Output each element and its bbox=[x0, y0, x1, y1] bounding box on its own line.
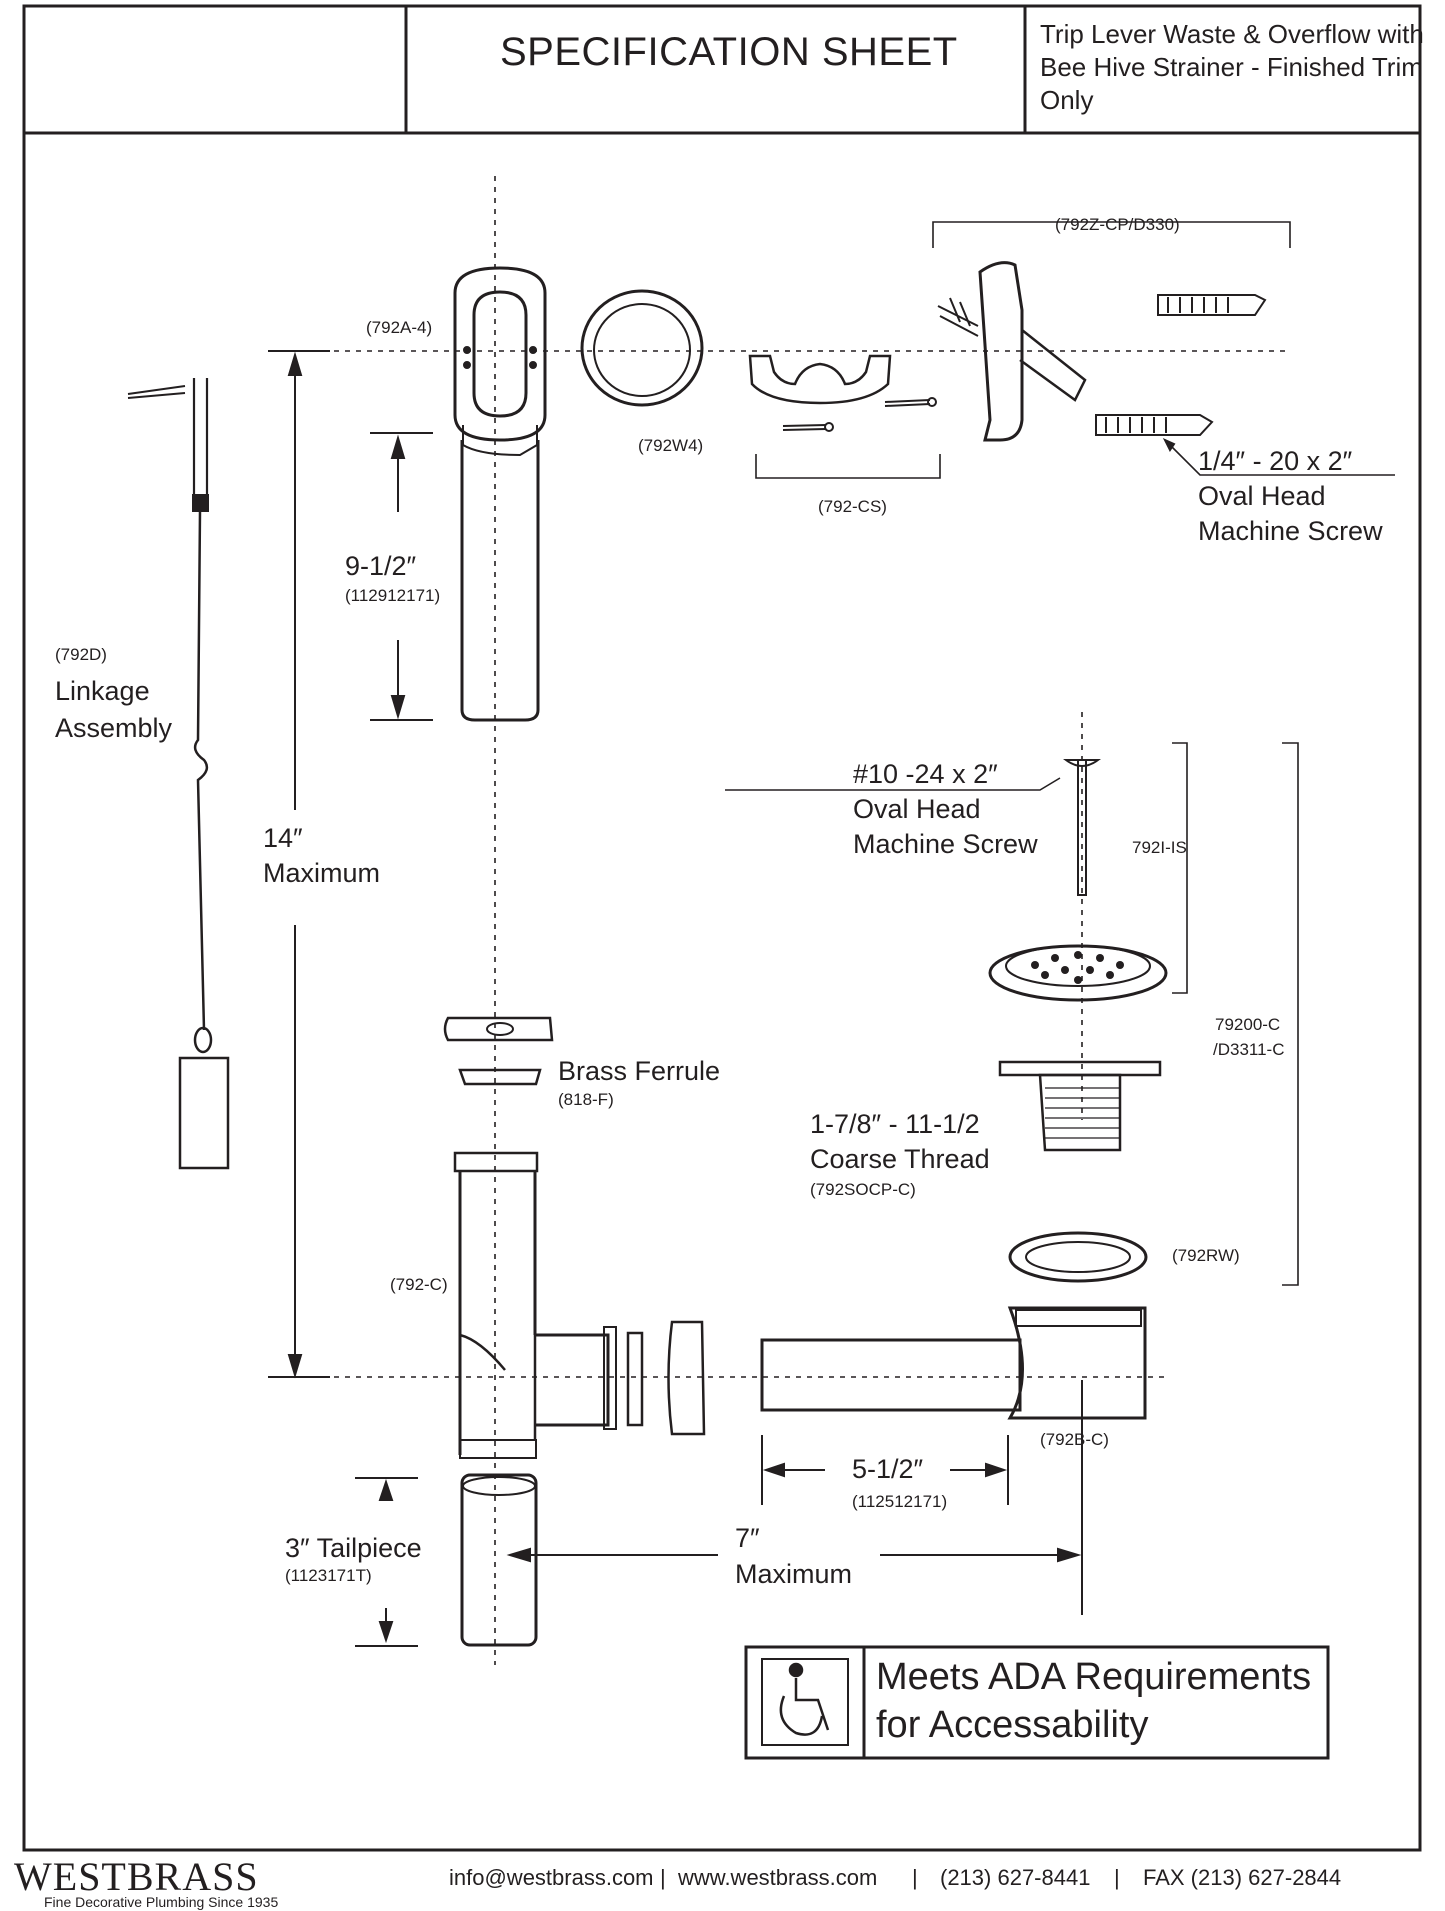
label-tailpiece-code: (1123171T) bbox=[285, 1566, 372, 1585]
footer-fax: FAX (213) 627-2844 bbox=[1143, 1865, 1342, 1890]
label-washer: (792W4) bbox=[638, 436, 704, 455]
label-faceplate-screw-1: 1/4″ - 20 x 2″ bbox=[1198, 446, 1353, 476]
label-strainer-screw-1: #10 -24 x 2″ bbox=[853, 759, 998, 789]
label-strainer-code: 792I-IS bbox=[1132, 838, 1187, 857]
label-shoe-tube-length: 5-1/2″ bbox=[852, 1454, 924, 1484]
label-drain-ell: (792B-C) bbox=[1040, 1430, 1109, 1449]
footer-phone: (213) 627-8441 bbox=[940, 1865, 1091, 1890]
label-overflow-tube-length: 9-1/2″ bbox=[345, 551, 417, 581]
strainer-assembly bbox=[725, 742, 1299, 1286]
ada-box bbox=[744, 1645, 1330, 1760]
drain-tee bbox=[453, 1151, 706, 1459]
overflow-elbow bbox=[453, 266, 547, 722]
label-faceplate-kit: (792Z-CP/D330) bbox=[1055, 215, 1180, 234]
footer-sep-1: | bbox=[660, 1865, 666, 1890]
product-description: Trip Lever Waste & Overflow with Bee Hiv… bbox=[1040, 19, 1424, 115]
label-thread-1: 1-7/8″ - 11-1/2 bbox=[810, 1109, 980, 1139]
label-linkage-name-1: Linkage bbox=[55, 676, 150, 706]
label-linkage-code: (792D) bbox=[55, 645, 107, 664]
overflow-washer bbox=[580, 289, 704, 407]
ada-line-1: Meets ADA Requirements bbox=[876, 1656, 1312, 1698]
center-lines bbox=[268, 176, 1285, 1665]
label-shoe-tube-code: (112512171) bbox=[852, 1492, 948, 1511]
label-max-height-2: Maximum bbox=[263, 858, 381, 888]
drain-shoe bbox=[760, 1306, 1147, 1420]
label-thread-code: (792SOCP-C) bbox=[810, 1180, 916, 1199]
tailpiece bbox=[460, 1473, 538, 1647]
cross-slot bbox=[748, 354, 941, 479]
label-strainer-screw-2: Oval Head bbox=[853, 794, 981, 824]
label-tee: (792-C) bbox=[390, 1275, 448, 1294]
linkage-assembly bbox=[127, 378, 230, 1170]
page-border bbox=[22, 4, 1422, 1852]
footer-sep-3: | bbox=[1114, 1865, 1120, 1890]
faceplate-lever bbox=[932, 221, 1395, 476]
brass-ferrule bbox=[443, 1016, 554, 1086]
ada-line-2: for Accessability bbox=[876, 1704, 1149, 1746]
label-cross-slot: (792-CS) bbox=[818, 497, 887, 516]
label-faceplate-screw-3: Machine Screw bbox=[1198, 516, 1383, 546]
label-rubber-washer: (792RW) bbox=[1172, 1246, 1240, 1265]
label-faceplate-screw-2: Oval Head bbox=[1198, 481, 1326, 511]
footer-sep-2: | bbox=[912, 1865, 918, 1890]
brand-logo: WESTBRASS bbox=[14, 1854, 259, 1899]
page-title: SPECIFICATION SHEET bbox=[500, 30, 958, 74]
label-max-height-1: 14″ bbox=[263, 823, 303, 853]
label-max-width-1: 7″ bbox=[735, 1523, 760, 1553]
label-overflow-elbow: (792A-4) bbox=[366, 318, 433, 337]
dimension-lines bbox=[268, 350, 1083, 1647]
label-thread-2: Coarse Thread bbox=[810, 1144, 990, 1174]
label-overflow-tube-code: (112912171) bbox=[345, 586, 441, 605]
label-drain-kit-1: 79200-C bbox=[1215, 1015, 1281, 1034]
label-strainer-screw-3: Machine Screw bbox=[853, 829, 1038, 859]
footer-email[interactable]: info@westbrass.com bbox=[449, 1865, 654, 1890]
label-linkage-name-2: Assembly bbox=[55, 713, 173, 743]
footer-website[interactable]: www.westbrass.com bbox=[678, 1865, 878, 1890]
label-max-width-2: Maximum bbox=[735, 1559, 853, 1589]
label-tailpiece-name: 3″ Tailpiece bbox=[285, 1533, 422, 1563]
label-ferrule-code: (818-F) bbox=[558, 1090, 614, 1109]
brand-tagline: Fine Decorative Plumbing Since 1935 bbox=[44, 1894, 279, 1910]
label-drain-kit-2: /D3311-C bbox=[1213, 1040, 1285, 1059]
wheelchair-accessibility-icon bbox=[779, 1662, 830, 1736]
label-ferrule-name: Brass Ferrule bbox=[558, 1056, 721, 1086]
